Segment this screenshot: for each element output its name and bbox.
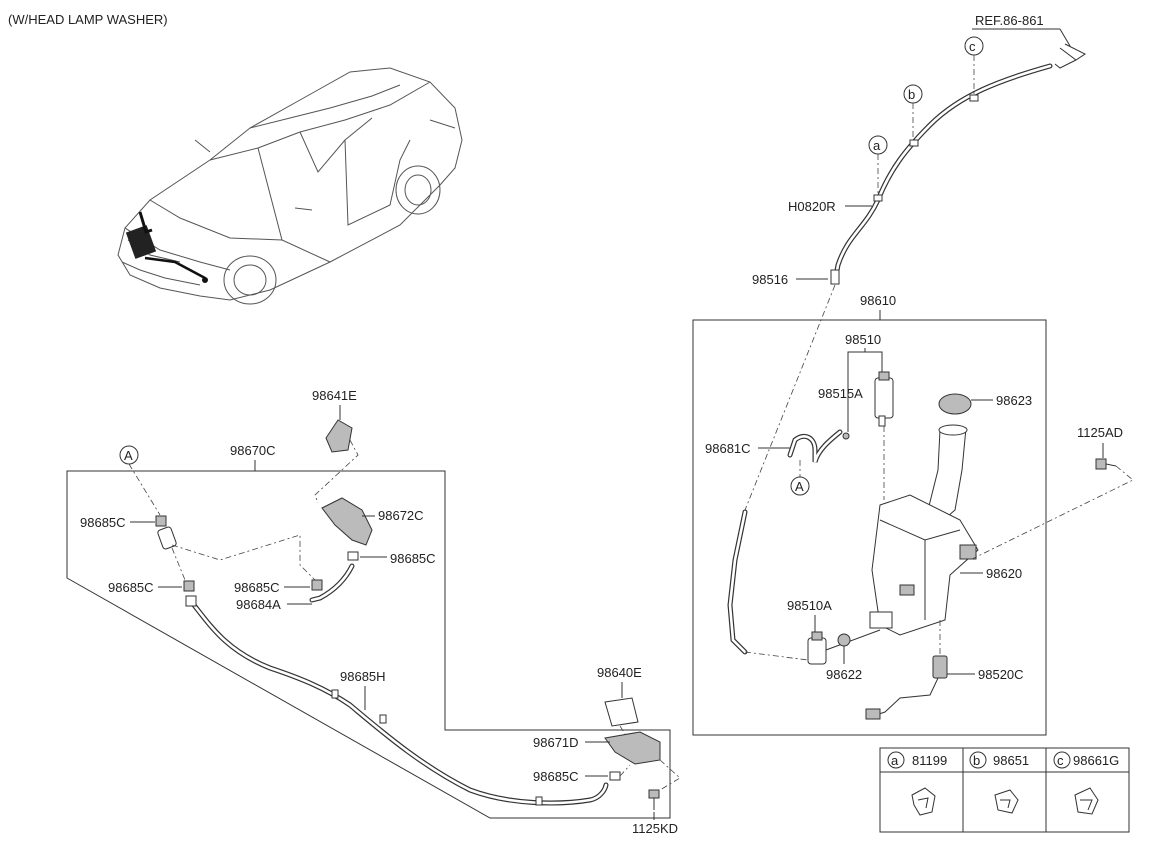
label-98684a: 98684A xyxy=(236,597,281,612)
label-98640e: 98640E xyxy=(597,665,642,680)
legend-letter-b: b xyxy=(973,753,980,768)
washer-box xyxy=(66,470,671,819)
label-98623: 98623 xyxy=(996,393,1032,408)
upper-hose-assembly: REF.86-861 c b a H0820R 98516 xyxy=(744,13,1086,511)
callout-c-top: c xyxy=(969,39,976,54)
callout-a-top: a xyxy=(873,138,881,153)
legend-letter-a: a xyxy=(891,753,899,768)
reservoir-assembly: 98610 98510 98515A 98623 98681C A xyxy=(692,293,1047,736)
label-98520c: 98520C xyxy=(978,667,1024,682)
label-98685c-5: 98685C xyxy=(533,769,579,784)
label-98515a: 98515A xyxy=(818,386,863,401)
clip-98651-icon xyxy=(994,789,1019,814)
legend-part-b: 98651 xyxy=(993,753,1029,768)
label-98671d: 98671D xyxy=(533,735,579,750)
reservoir-box xyxy=(692,319,1047,736)
label-98685c-3: 98685C xyxy=(108,580,154,595)
clip-legend-table: a 81199 b 98651 c 98661G xyxy=(879,747,1130,833)
headlamp-washer-assembly: 98641E 98670C A 98685C 98672C 98685C 986… xyxy=(66,388,681,836)
label-98681c: 98681C xyxy=(705,441,751,456)
label-98516: 98516 xyxy=(752,272,788,287)
car-illustration xyxy=(117,67,463,305)
label-98685c-1: 98685C xyxy=(80,515,126,530)
ref-label: REF.86-861 xyxy=(975,13,1044,28)
label-98672c: 98672C xyxy=(378,508,424,523)
label-98685c-4: 98685C xyxy=(234,580,280,595)
clip-98661g-icon xyxy=(1074,787,1099,815)
bolt-1125ad: 1125AD xyxy=(969,425,1134,561)
label-1125ad: 1125AD xyxy=(1077,425,1123,440)
legend-part-a: 81199 xyxy=(912,753,947,768)
label-98670c: 98670C xyxy=(230,443,276,458)
callout-A-left: A xyxy=(124,448,133,463)
label-98610: 98610 xyxy=(860,293,896,308)
legend-part-c: 98661G xyxy=(1073,753,1119,768)
label-98685h: 98685H xyxy=(340,669,386,684)
label-98620: 98620 xyxy=(986,566,1022,581)
label-98510: 98510 xyxy=(845,332,881,347)
label-h0820r: H0820R xyxy=(788,199,836,214)
legend-letter-c: c xyxy=(1057,753,1064,768)
diagram-title: (W/HEAD LAMP WASHER) xyxy=(8,12,168,27)
label-98685c-2: 98685C xyxy=(390,551,436,566)
label-1125kd: 1125KD xyxy=(632,821,678,836)
label-98510a: 98510A xyxy=(787,598,832,613)
clip-81199-icon xyxy=(911,787,936,816)
label-98622: 98622 xyxy=(826,667,862,682)
callout-b-top: b xyxy=(908,87,915,102)
label-98641e: 98641E xyxy=(312,388,357,403)
callout-A-right: A xyxy=(795,479,804,494)
